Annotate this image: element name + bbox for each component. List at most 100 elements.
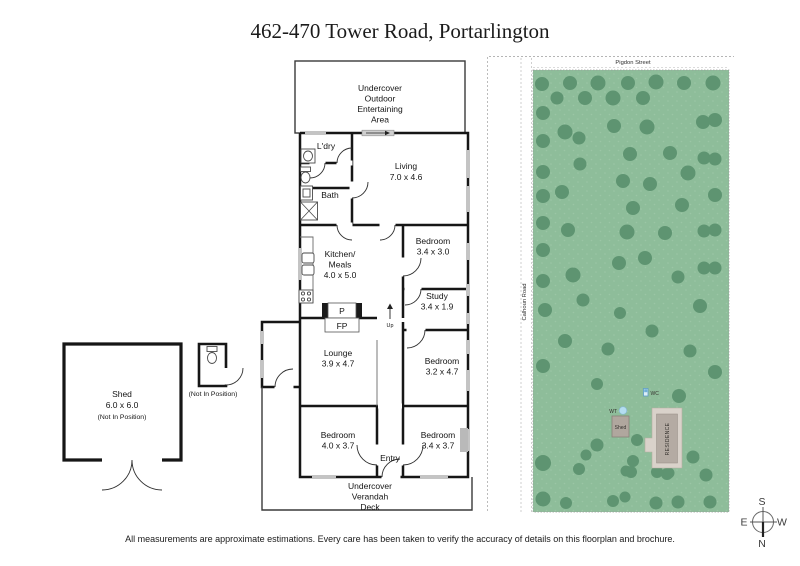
tree (619, 224, 635, 240)
tree (607, 119, 621, 133)
tree (538, 303, 552, 317)
tree (612, 256, 626, 270)
tree (605, 90, 621, 106)
living-label: Living (395, 161, 417, 171)
outdoor-area-label: Area (371, 115, 389, 125)
tree (614, 307, 626, 319)
compass-north: N (758, 538, 766, 550)
tree (631, 434, 643, 446)
fireplace-label: FP (337, 321, 348, 331)
shower-cross (300, 201, 318, 221)
tree (535, 77, 549, 91)
tree (563, 76, 577, 90)
tree (705, 75, 721, 91)
tree (686, 450, 700, 464)
bedroom3-dim: 4.0 x 3.7 (322, 441, 355, 451)
lounge-label: Lounge (324, 348, 353, 358)
tree (572, 131, 586, 145)
tree (683, 344, 697, 358)
tree (663, 146, 677, 160)
built-in-robe (460, 428, 468, 452)
tree (576, 293, 590, 307)
toilet-cistern (300, 166, 311, 172)
bedroom2-label: Bedroom (425, 356, 460, 366)
street-name-top: Pigdon Street (615, 60, 651, 66)
compass-south: S (758, 496, 765, 508)
door-arcs (274, 147, 426, 478)
kitchen-label: Meals (329, 260, 352, 270)
tree (535, 491, 551, 507)
windows (260, 131, 470, 479)
fireplace-unit: P FP (322, 302, 362, 333)
tree (536, 359, 550, 373)
shed-dim: 6.0 x 6.0 (106, 400, 139, 410)
kitchen-sink (301, 252, 315, 264)
tree (535, 455, 551, 471)
bedroom4-label: Bedroom (421, 430, 456, 440)
shed-note: (Not In Position) (98, 414, 147, 421)
tree (536, 189, 550, 203)
tree (677, 76, 691, 90)
tree (557, 124, 573, 140)
tree (658, 226, 672, 240)
pantry-label: P (339, 306, 345, 316)
laundry-label: L'dry (317, 141, 336, 151)
stairs-up: Up (387, 303, 393, 329)
tree (663, 467, 675, 479)
water-tank-icon (618, 406, 628, 415)
tree (558, 334, 572, 348)
tree (555, 185, 569, 199)
tree (591, 378, 603, 390)
wc-marker-icon (643, 388, 649, 397)
wc-outbuilding: (Not In Position) (189, 342, 244, 398)
tree (536, 274, 550, 288)
tree (639, 119, 655, 135)
disclaimer-text: All measurements are approximate estimat… (125, 534, 675, 544)
study-label: Study (426, 291, 448, 301)
kitchen-sink (301, 264, 315, 276)
tree (636, 91, 650, 105)
tree (645, 324, 659, 338)
fixtures (298, 148, 318, 304)
tree (623, 147, 637, 161)
tree (590, 75, 606, 91)
study-dim: 3.4 x 1.9 (421, 302, 454, 312)
tree (573, 157, 587, 171)
compass-east: E (740, 517, 747, 529)
tree (708, 223, 722, 237)
verandah-label: Deck (360, 502, 380, 512)
bedroom2-dim: 3.2 x 4.7 (426, 367, 459, 377)
verandah-label: Undercover (348, 481, 392, 491)
tree (619, 491, 631, 503)
tree (561, 223, 575, 237)
verandah-label: Verandah (352, 492, 389, 502)
tree (626, 201, 640, 215)
tree (697, 261, 711, 275)
water-tank-label: WT (609, 409, 617, 415)
tree (580, 449, 592, 461)
tree (550, 91, 564, 105)
tree (536, 106, 550, 120)
tree (625, 466, 637, 478)
verandah-outline (261, 387, 473, 511)
kitchen-dim: 4.0 x 5.0 (324, 270, 357, 280)
bedroom1-dim: 3.4 x 3.0 (417, 247, 450, 257)
residence-label: RESIDENCE (665, 422, 671, 455)
tree (680, 165, 696, 181)
map-shed (611, 415, 630, 438)
tree (616, 174, 630, 188)
tree (536, 134, 550, 148)
shed-outbuilding: Shed 6.0 x 6.0 (Not In Position) (62, 342, 183, 491)
lounge-dim: 3.9 x 4.7 (322, 359, 355, 369)
tree (671, 495, 685, 509)
toilet-icon (207, 352, 217, 364)
tree (621, 76, 635, 90)
tree (638, 251, 652, 265)
tree (675, 198, 689, 212)
tree (601, 342, 615, 356)
toilet-cistern (206, 346, 218, 352)
tree (708, 113, 722, 127)
living-dim: 7.0 x 4.6 (390, 172, 423, 182)
